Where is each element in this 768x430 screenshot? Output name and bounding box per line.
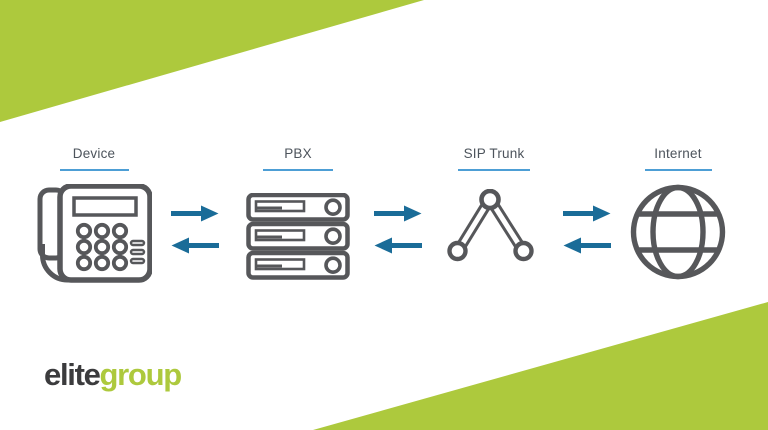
node-label-internet: Internet <box>654 146 702 161</box>
node-internet: Internet <box>618 146 738 280</box>
node-underline <box>263 169 333 171</box>
arrow-right-icon <box>171 205 219 222</box>
arrow-pair-siptrunk-internet <box>563 205 611 254</box>
arrow-right-icon <box>563 205 611 222</box>
globe-icon <box>630 184 726 280</box>
node-sip-trunk: SIP Trunk <box>434 146 554 263</box>
top-left-green-wedge <box>0 0 424 122</box>
arrow-left-icon <box>563 237 611 254</box>
arrow-pair-pbx-siptrunk <box>374 205 422 254</box>
server-stack-icon <box>246 193 350 280</box>
arrow-right-icon <box>374 205 422 222</box>
node-underline <box>644 169 712 171</box>
bottom-right-green-wedge <box>313 302 768 430</box>
node-underline <box>59 169 129 171</box>
arrow-left-icon <box>171 237 219 254</box>
node-label-pbx: PBX <box>284 146 312 161</box>
node-pbx: PBX <box>238 146 358 280</box>
node-underline <box>458 169 530 171</box>
node-device: Device <box>34 146 154 284</box>
node-label-sip-trunk: SIP Trunk <box>463 146 525 161</box>
arrow-left-icon <box>374 237 422 254</box>
logo: elitegroup <box>44 357 183 392</box>
logo-group-text: group <box>99 357 183 392</box>
desk-phone-icon <box>37 184 152 283</box>
network-nodes-icon <box>447 189 534 262</box>
logo-elite-text: elite <box>44 357 101 392</box>
arrow-pair-device-pbx <box>171 205 219 254</box>
node-label-device: Device <box>72 146 116 161</box>
